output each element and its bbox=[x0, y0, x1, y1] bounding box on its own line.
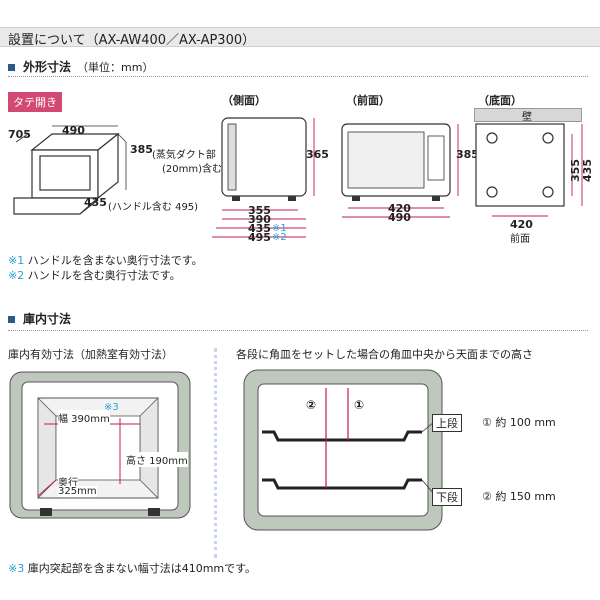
section-bullet-icon bbox=[8, 316, 15, 323]
note-2-text: ハンドルを含む奥行寸法です。 bbox=[27, 269, 181, 282]
page-title: 設置について（AX-AW400／AX-AP300） bbox=[8, 33, 256, 48]
iso-height-label: 385 bbox=[130, 143, 153, 156]
front-width-1: 420 bbox=[388, 202, 411, 215]
section-divider bbox=[8, 76, 588, 77]
iso-depth-label: 705 bbox=[8, 128, 31, 141]
side-view-diagram bbox=[212, 117, 315, 238]
interior-height-label: 高さ 190mm bbox=[126, 452, 188, 467]
bottom-width: 420 bbox=[510, 218, 533, 231]
iso-height-note1: (蒸気ダクト部 bbox=[152, 150, 216, 161]
tray-height-diagram bbox=[243, 369, 443, 531]
isometric-diagram bbox=[13, 125, 127, 215]
iso-open-door bbox=[13, 197, 100, 215]
wall-label: 壁 bbox=[522, 112, 532, 123]
side-depth-4-mark: ※2 bbox=[272, 232, 287, 243]
section-bullet-icon bbox=[8, 64, 15, 71]
tray-marker-2: ② bbox=[306, 398, 317, 412]
side-depth-3: 435 bbox=[248, 222, 271, 235]
upper-tier-value: ① 約 100 mm bbox=[482, 416, 556, 429]
note-3-mark: ※3 bbox=[8, 562, 25, 575]
side-depth-3-mark: ※1 bbox=[272, 223, 287, 234]
lower-tier-value: ② 約 150 mm bbox=[482, 490, 556, 503]
note-3-text: 庫内突起部を含まない幅寸法は410mmです。 bbox=[27, 562, 257, 575]
panel-separator bbox=[214, 348, 217, 558]
left-panel-title: 庫内有効寸法（加熱室有効寸法） bbox=[8, 348, 173, 361]
note-2-mark: ※2 bbox=[8, 269, 25, 282]
note-1-mark: ※1 bbox=[8, 254, 25, 267]
front-view-diagram bbox=[341, 123, 459, 218]
interior-width-label: 幅 390mm bbox=[58, 410, 110, 425]
iso-side-face bbox=[97, 132, 119, 200]
iso-bottom-depth: 435 bbox=[84, 196, 107, 209]
iso-height-note2: (20mm)含む) bbox=[162, 164, 226, 175]
interior-depth-value: 325mm bbox=[58, 486, 97, 497]
section-internal-dimensions: 庫内寸法 bbox=[8, 310, 71, 327]
bottom-height-2: 435 bbox=[580, 159, 594, 182]
iso-width-label: 490 bbox=[62, 124, 85, 137]
section-divider bbox=[8, 330, 588, 331]
note-3: ※3 庫内突起部を含まない幅寸法は410mmです。 bbox=[8, 560, 256, 576]
section-title: 外形寸法 bbox=[23, 60, 72, 74]
section-outer-dimensions: 外形寸法 （単位：mm） bbox=[8, 58, 153, 75]
page-header-bar: 設置について（AX-AW400／AX-AP300） bbox=[0, 27, 600, 48]
upper-tier-label: 上段 bbox=[432, 414, 462, 432]
side-depth-2: 390 bbox=[248, 213, 271, 226]
side-depth-4: 495 bbox=[248, 231, 271, 244]
iso-door-opening bbox=[39, 155, 91, 191]
front-height-label: 385 bbox=[456, 148, 479, 161]
door-type-badge: タテ開き bbox=[8, 92, 62, 112]
side-height-label: 365 bbox=[306, 148, 329, 161]
iso-depth-note: (ハンドル含む 495) bbox=[108, 202, 199, 213]
bottom-front-label: 前面 bbox=[510, 234, 530, 245]
lower-tier-label: 下段 bbox=[432, 488, 462, 506]
note-1: ※1 ハンドルを含まない奥行寸法です。 bbox=[8, 252, 203, 268]
front-width-2: 490 bbox=[388, 211, 411, 224]
front-view-label: （前面） bbox=[346, 94, 390, 107]
side-depth-1: 355 bbox=[248, 204, 271, 217]
interior-depth-label: 奥行 bbox=[58, 474, 78, 489]
right-panel-title: 各段に角皿をセットした場合の角皿中央から天面までの高さ bbox=[236, 348, 533, 361]
bottom-view-diagram bbox=[475, 123, 583, 217]
section-title: 庫内寸法 bbox=[23, 312, 72, 326]
note-2: ※2 ハンドルを含む奥行寸法です。 bbox=[8, 267, 181, 283]
side-view-label: （側面） bbox=[222, 94, 266, 107]
note-1-text: ハンドルを含まない奥行寸法です。 bbox=[27, 254, 203, 267]
interior-width-mark: ※3 bbox=[104, 402, 119, 413]
interior-effective-diagram bbox=[9, 371, 191, 519]
bottom-view-label: （底面） bbox=[478, 94, 522, 107]
tray-marker-1: ① bbox=[354, 398, 365, 412]
section-unit: （単位：mm） bbox=[77, 61, 154, 74]
wall-strip bbox=[474, 108, 582, 122]
